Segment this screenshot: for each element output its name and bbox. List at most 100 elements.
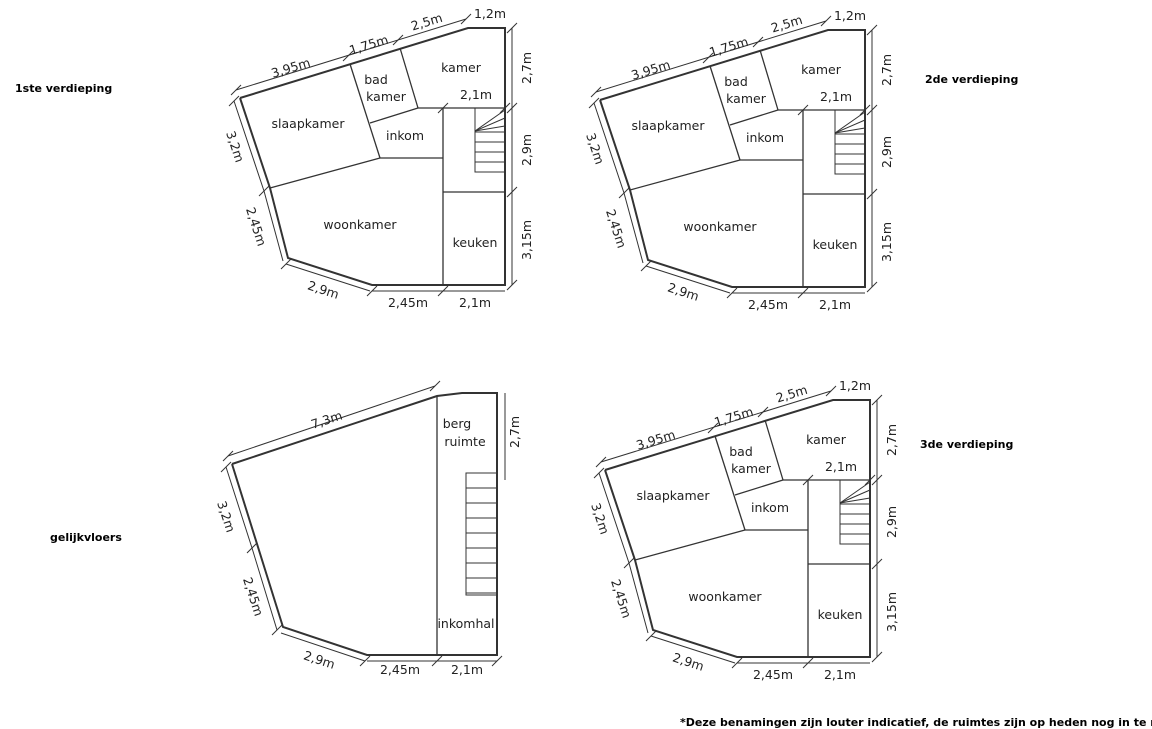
dimension-line <box>595 20 827 93</box>
dimension-line <box>650 635 736 664</box>
dimension-label: 2,7m <box>879 54 894 86</box>
stair-step <box>834 111 866 134</box>
floor-plan-1ste: badkamerkamerslaapkamerinkomwoonkamerkeu… <box>223 6 534 310</box>
dimension-tick <box>726 287 738 299</box>
dimension-tick <box>623 557 635 569</box>
dimension-tick <box>640 260 652 272</box>
dimension-tick <box>707 422 719 434</box>
dimension-tick <box>342 50 354 62</box>
wall <box>369 107 419 124</box>
dimension-tick <box>702 52 714 64</box>
dimension-label: 2,7m <box>884 424 899 456</box>
floor-label-2de: 2de verdieping <box>925 73 1019 86</box>
dimension-label: 2,9m <box>302 648 337 672</box>
dimension-label: 2,45m <box>388 295 428 310</box>
dimension-label: 2,1m <box>451 662 483 677</box>
stair-step <box>834 119 866 134</box>
wall <box>399 47 419 109</box>
dimension-tick <box>506 186 518 198</box>
staircase <box>465 472 497 596</box>
room-label-bad: bad <box>364 72 388 87</box>
outer-wall <box>604 399 871 658</box>
dimension-tick <box>618 187 630 199</box>
dimension-label: 2,45m <box>243 205 270 248</box>
stair-outline <box>839 479 870 545</box>
room-label-inkom: inkom <box>386 128 424 143</box>
room-label-keuken: keuken <box>818 607 863 622</box>
wall <box>759 49 779 111</box>
dimension-label: 1,2m <box>839 378 871 393</box>
room-label-slaapkamer: slaapkamer <box>272 116 346 131</box>
dimension-label: 2,9m <box>306 278 341 302</box>
room-label-badkamer: kamer <box>731 461 772 476</box>
dimension-label: 2,45m <box>753 667 793 682</box>
room-label-badkamer: kamer <box>366 89 407 104</box>
room-label-inkom: inkom <box>751 500 789 515</box>
stair-outline <box>474 107 505 173</box>
dimension-tick <box>871 558 883 570</box>
outer-wall <box>231 392 498 656</box>
dimension-tick <box>645 630 657 642</box>
dimension-tick <box>460 13 472 25</box>
room-label-woonkamer: woonkamer <box>323 217 397 232</box>
wall <box>734 479 784 496</box>
floor-plan-2de: badkamerkamerslaapkamerinkomwoonkamerkeu… <box>583 8 894 312</box>
dimension-tick <box>506 102 518 114</box>
footnote: *Deze benamingen zijn louter indicatief,… <box>680 716 1152 729</box>
room-label-ruimte: ruimte <box>444 434 486 449</box>
dimension-line <box>600 390 832 463</box>
room-label-keuken: keuken <box>453 235 498 250</box>
dimension-tick <box>825 385 837 397</box>
dimension-tick <box>258 185 270 197</box>
room-label-berg: berg <box>443 416 471 431</box>
dimension-label: 2,9m <box>884 506 899 538</box>
dimension-tick <box>246 542 258 554</box>
dimension-label: 2,1m <box>460 87 492 102</box>
dimension-label: 2,1m <box>825 459 857 474</box>
dimension-tick <box>871 394 883 406</box>
outer-wall <box>239 27 506 286</box>
stair-step <box>839 489 871 504</box>
floor-label-3de: 3de verdieping <box>920 438 1014 451</box>
dimension-tick <box>802 657 814 669</box>
dimension-line <box>227 385 436 457</box>
dimension-tick <box>506 279 518 291</box>
dimension-line <box>280 632 366 662</box>
dimension-label: 2,1m <box>459 295 491 310</box>
room-label-slaapkamer: slaapkamer <box>632 118 706 133</box>
dimension-tick <box>871 651 883 663</box>
room-label-kamer: kamer <box>806 432 847 447</box>
dimension-tick <box>866 281 878 293</box>
wall <box>764 419 784 481</box>
dimension-tick <box>491 655 503 667</box>
dimension-tick <box>588 97 600 109</box>
dimension-tick <box>220 461 232 473</box>
dimension-label: 2,9m <box>879 136 894 168</box>
dimension-label: 2,9m <box>666 280 701 304</box>
dimension-label: 3,15m <box>879 222 894 262</box>
dimension-label: 2,45m <box>380 662 420 677</box>
dimension-tick <box>590 86 602 98</box>
dimension-label: 1,2m <box>474 6 506 21</box>
staircase <box>474 107 506 173</box>
dimension-tick <box>866 188 878 200</box>
stair-step <box>474 117 506 132</box>
wall <box>634 529 746 561</box>
dimension-label: 3,2m <box>223 129 247 164</box>
dimension-label: 2,1m <box>824 667 856 682</box>
dimension-label: 3,15m <box>519 220 534 260</box>
stair-step <box>474 125 506 132</box>
floor-label-gelijkvloers: gelijkvloers <box>50 531 122 544</box>
dimension-tick <box>222 450 234 462</box>
wall <box>729 109 779 126</box>
dimension-tick <box>431 655 443 667</box>
dimension-label: 2,9m <box>519 134 534 166</box>
room-label-kamer: kamer <box>801 62 842 77</box>
wall <box>629 159 741 191</box>
stair-step <box>834 127 866 134</box>
dimension-label: 2,7m <box>519 52 534 84</box>
dimension-label: 2,5m <box>769 12 804 36</box>
dimension-tick <box>392 34 404 46</box>
dimension-tick <box>731 657 743 669</box>
dimension-label: 2,45m <box>603 207 630 250</box>
